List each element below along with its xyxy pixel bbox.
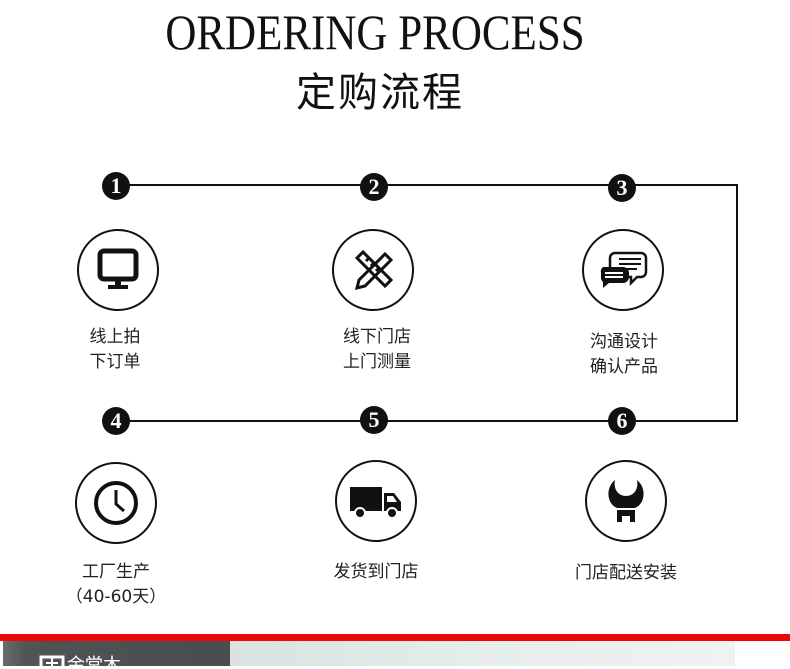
- step-label-line: 沟通设计: [590, 332, 658, 352]
- clock-icon: [75, 462, 157, 544]
- step-label-line: 线上拍: [89, 327, 141, 347]
- step-number-2: 2: [360, 173, 388, 201]
- step-label-line: （40-60天）: [65, 587, 167, 607]
- step-label-line: 工厂生产: [82, 562, 150, 582]
- step-number-5: 5: [360, 406, 388, 434]
- step-label-1: 线上拍 下订单: [35, 325, 195, 375]
- step-label-line: 确认产品: [590, 357, 658, 377]
- step-label-line: 发货到门店: [333, 562, 419, 582]
- wrench-icon: [585, 460, 667, 542]
- step-label-5: 发货到门店: [296, 560, 456, 585]
- step-label-line: 门店配送安装: [575, 563, 677, 583]
- process-connector-lines: [116, 184, 738, 422]
- step-label-2: 线下门店 上门测量: [297, 325, 457, 375]
- step-label-line: 线下门店: [343, 327, 411, 347]
- step-number-4: 4: [102, 407, 130, 435]
- page-title-english: ORDERING PROCESS: [165, 4, 585, 60]
- page-title-chinese: 定购流程: [296, 70, 464, 116]
- brand-logo-icon: 金堂木: [39, 655, 121, 669]
- step-label-line: 上门测量: [343, 352, 411, 372]
- brand-logo-panel: 金堂木: [3, 641, 230, 669]
- step-label-line: 下订单: [89, 352, 141, 372]
- step-number-3: 3: [608, 174, 636, 202]
- step-label-4: 工厂生产 （40-60天）: [36, 560, 196, 610]
- step-label-6: 门店配送安装: [546, 561, 706, 586]
- chat-bubbles-icon: [582, 229, 664, 311]
- step-number-1: 1: [102, 172, 130, 200]
- svg-text:金堂木: 金堂木: [67, 655, 121, 669]
- step-number-6: 6: [608, 407, 636, 435]
- delivery-truck-icon: [335, 460, 417, 542]
- step-label-3: 沟通设计 确认产品: [544, 330, 704, 380]
- ruler-pencil-icon: [332, 229, 414, 311]
- red-divider-bar: [0, 634, 790, 641]
- monitor-icon: [77, 229, 159, 311]
